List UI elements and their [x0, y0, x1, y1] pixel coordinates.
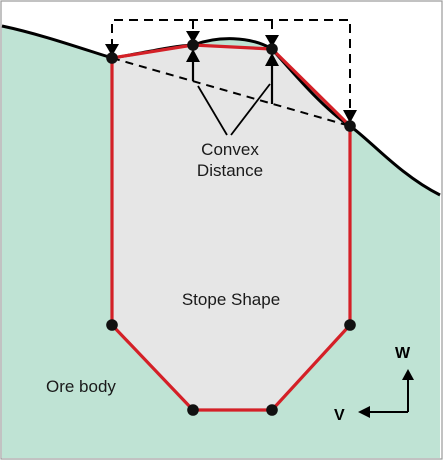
vertex-2 — [187, 39, 199, 51]
convex-distance-arrowhead-1 — [186, 49, 200, 62]
convex-distance-label-line1: Convex — [201, 140, 259, 159]
arrowhead-down-4 — [343, 110, 357, 123]
vertex-5 — [344, 319, 356, 331]
vertex-1 — [106, 52, 118, 64]
stope-shape-label: Stope Shape — [182, 290, 280, 309]
arrowhead-down-1 — [105, 44, 119, 56]
terrain-line — [1, 24, 441, 197]
vertex-6 — [266, 404, 278, 416]
vertex-4 — [344, 120, 356, 132]
leader-line-left — [197, 85, 228, 136]
vertex-7 — [187, 404, 199, 416]
vertex-3 — [266, 43, 278, 55]
stope-shape — [112, 45, 350, 410]
ore-body-label: Ore body — [46, 377, 116, 396]
convex-distance-arrowhead-2 — [265, 53, 279, 66]
convex-distance-label-line2: Distance — [197, 161, 263, 180]
axis-v-arrowhead — [358, 406, 370, 418]
arrowhead-down-3 — [265, 35, 279, 47]
axis-v-label: V — [334, 407, 345, 424]
vertex-8 — [106, 319, 118, 331]
axis-w-label: W — [395, 345, 411, 362]
leader-line-right — [230, 83, 271, 136]
axis-w-arrowhead — [402, 369, 414, 380]
arrowhead-down-2 — [186, 31, 200, 43]
